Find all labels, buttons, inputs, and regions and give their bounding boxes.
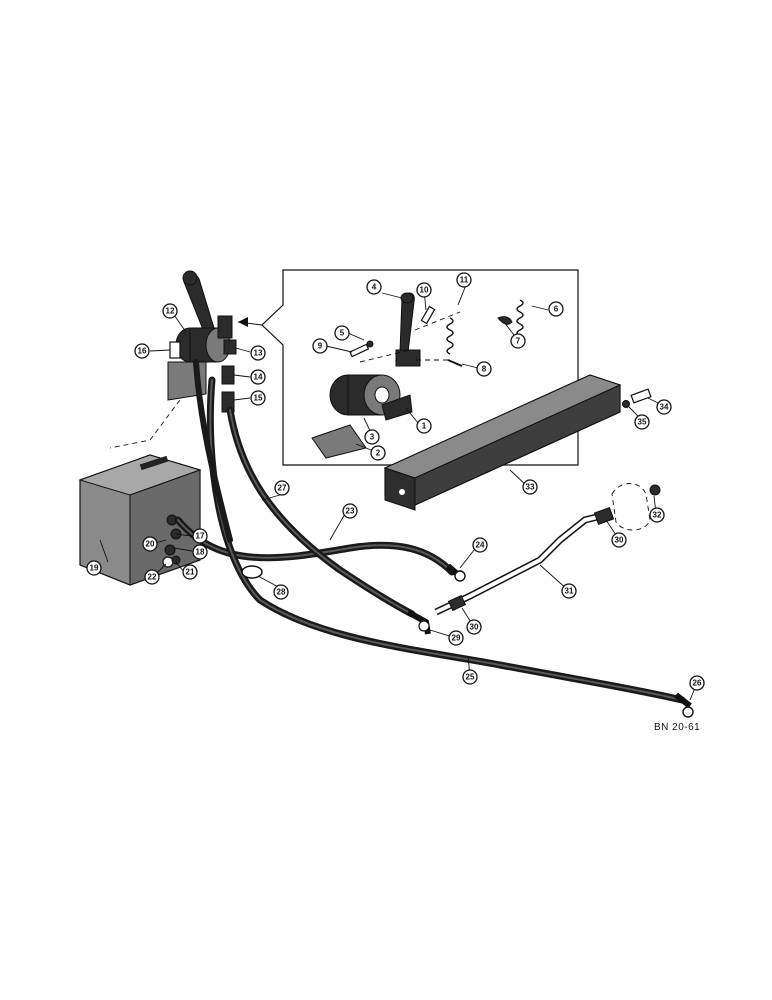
reference-code: BN 20-61 bbox=[654, 722, 700, 733]
svg-text:22: 22 bbox=[148, 573, 157, 582]
callout-14: 14 bbox=[250, 369, 266, 385]
callout-6: 6 bbox=[548, 301, 564, 317]
svg-text:29: 29 bbox=[452, 634, 461, 643]
callout-18: 18 bbox=[192, 544, 208, 560]
svg-text:21: 21 bbox=[186, 568, 195, 577]
callout-9: 9 bbox=[312, 338, 328, 354]
svg-text:25: 25 bbox=[466, 673, 475, 682]
svg-text:16: 16 bbox=[138, 347, 147, 356]
callout-35: 35 bbox=[634, 414, 650, 430]
svg-text:9: 9 bbox=[318, 342, 323, 351]
svg-text:18: 18 bbox=[196, 548, 205, 557]
callout-32: 32 bbox=[649, 507, 665, 523]
svg-text:4: 4 bbox=[372, 283, 377, 292]
svg-text:5: 5 bbox=[340, 329, 345, 338]
callout-7: 7 bbox=[510, 333, 526, 349]
callout-10: 10 bbox=[416, 282, 432, 298]
callout-28: 28 bbox=[273, 584, 289, 600]
svg-text:30: 30 bbox=[470, 623, 479, 632]
svg-text:13: 13 bbox=[254, 349, 263, 358]
callout-29: 29 bbox=[448, 630, 464, 646]
svg-text:17: 17 bbox=[196, 532, 205, 541]
callout-25: 25 bbox=[462, 669, 478, 685]
steel-tube bbox=[434, 483, 661, 616]
callout-22: 22 bbox=[144, 569, 160, 585]
svg-text:23: 23 bbox=[346, 507, 355, 516]
channel-guard bbox=[383, 374, 652, 511]
reservoir-box bbox=[78, 454, 202, 586]
svg-text:24: 24 bbox=[476, 541, 485, 550]
callout-3: 3 bbox=[364, 429, 380, 445]
callout-26: 26 bbox=[689, 675, 705, 691]
inset-parts bbox=[311, 292, 524, 459]
callout-30: 30 bbox=[466, 619, 482, 635]
callout-21: 21 bbox=[182, 564, 198, 580]
svg-text:1: 1 bbox=[422, 422, 427, 431]
callout-31: 31 bbox=[561, 583, 577, 599]
svg-text:31: 31 bbox=[565, 587, 574, 596]
callout-33: 33 bbox=[522, 479, 538, 495]
svg-text:2: 2 bbox=[376, 449, 381, 458]
hoses bbox=[174, 359, 694, 718]
svg-text:20: 20 bbox=[146, 540, 155, 549]
callout-34: 34 bbox=[656, 399, 672, 415]
svg-text:19: 19 bbox=[90, 564, 99, 573]
callout-13: 13 bbox=[250, 345, 266, 361]
svg-text:35: 35 bbox=[638, 418, 647, 427]
callout-1: 1 bbox=[416, 418, 432, 434]
svg-text:10: 10 bbox=[420, 286, 429, 295]
callout-27: 27 bbox=[274, 480, 290, 496]
callout-23: 23 bbox=[342, 503, 358, 519]
callout-20: 20 bbox=[142, 536, 158, 552]
svg-text:30: 30 bbox=[615, 536, 624, 545]
callout-17: 17 bbox=[192, 528, 208, 544]
svg-text:14: 14 bbox=[254, 373, 263, 382]
inset-frame bbox=[237, 269, 579, 466]
svg-text:32: 32 bbox=[653, 511, 662, 520]
callout-11: 11 bbox=[456, 272, 472, 288]
svg-text:8: 8 bbox=[482, 365, 487, 374]
callout-24: 24 bbox=[472, 537, 488, 553]
callout-2: 2 bbox=[370, 445, 386, 461]
callout-16: 16 bbox=[134, 343, 150, 359]
svg-text:33: 33 bbox=[526, 483, 535, 492]
callout-8: 8 bbox=[476, 361, 492, 377]
callout-19: 19 bbox=[86, 560, 102, 576]
control-valve-assembly bbox=[109, 270, 237, 449]
callout-4: 4 bbox=[366, 279, 382, 295]
callout-12: 12 bbox=[162, 303, 178, 319]
callout-5: 5 bbox=[334, 325, 350, 341]
svg-text:34: 34 bbox=[660, 403, 669, 412]
svg-text:28: 28 bbox=[277, 588, 286, 597]
svg-text:27: 27 bbox=[278, 484, 287, 493]
svg-text:12: 12 bbox=[166, 307, 175, 316]
svg-text:7: 7 bbox=[516, 337, 521, 346]
svg-text:6: 6 bbox=[554, 305, 559, 314]
svg-text:11: 11 bbox=[460, 276, 469, 285]
callout-30: 30 bbox=[611, 532, 627, 548]
svg-text:26: 26 bbox=[693, 679, 702, 688]
callout-15: 15 bbox=[250, 390, 266, 406]
svg-text:15: 15 bbox=[254, 394, 263, 403]
svg-text:3: 3 bbox=[370, 433, 375, 442]
